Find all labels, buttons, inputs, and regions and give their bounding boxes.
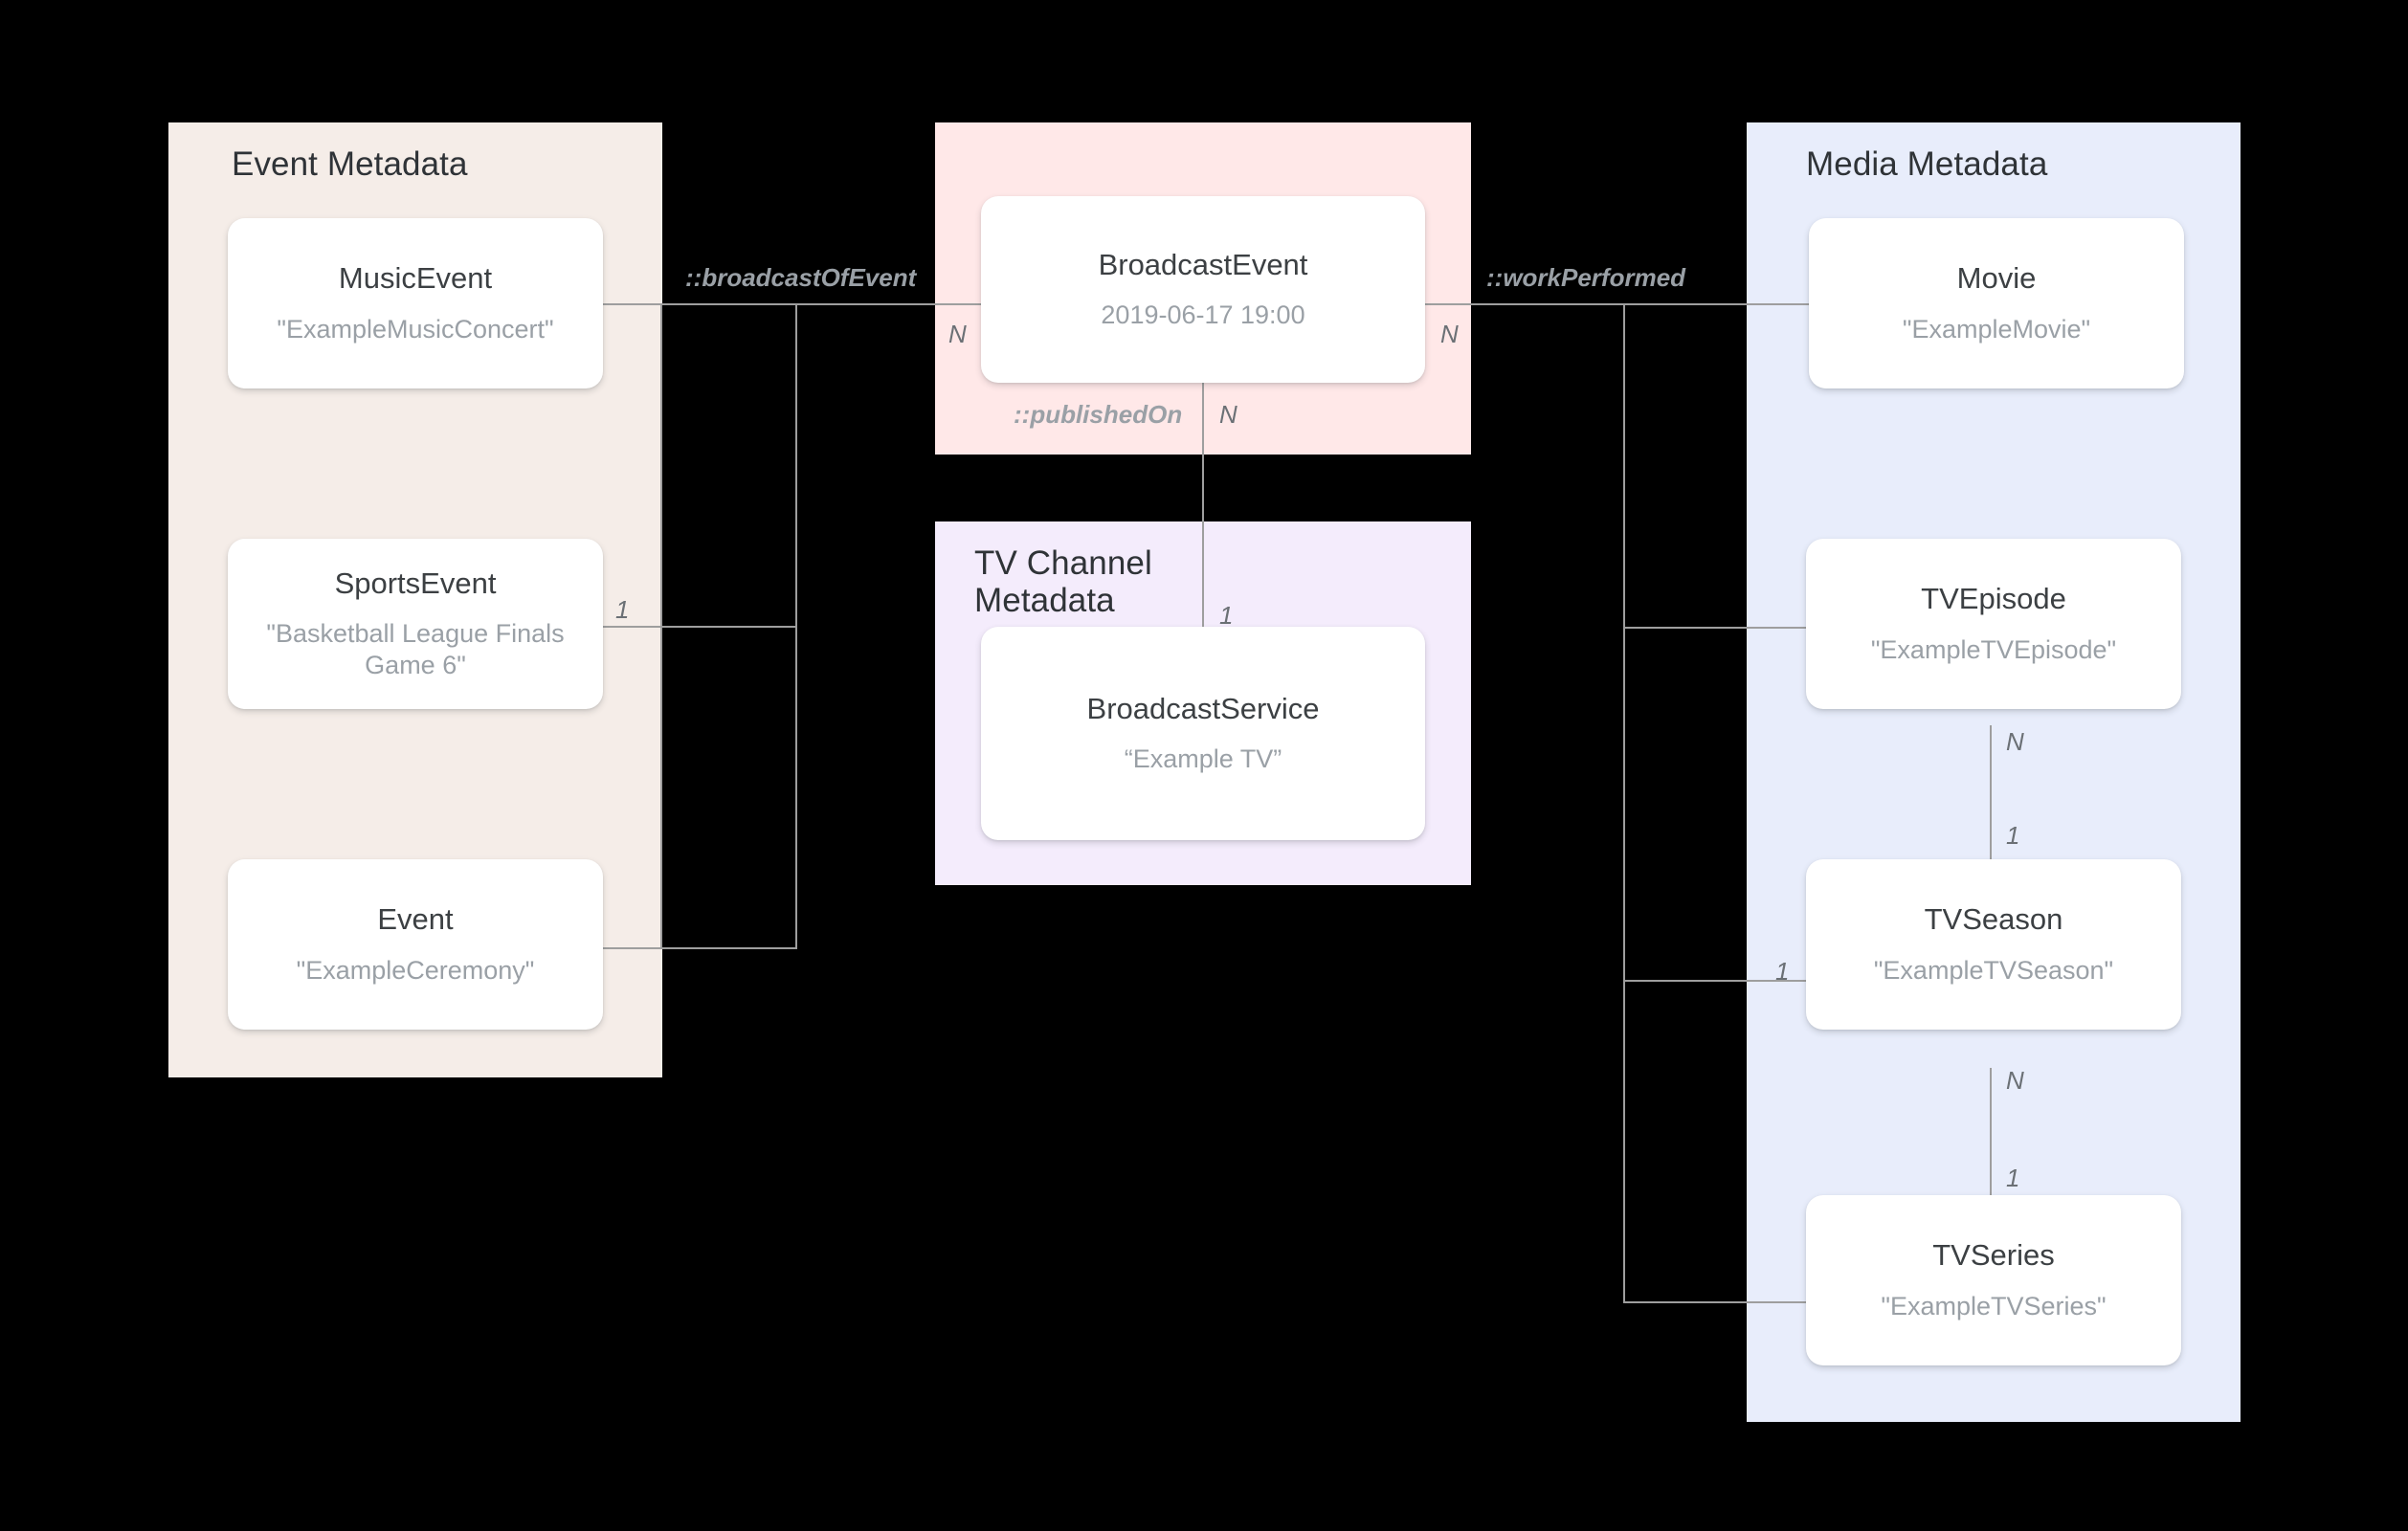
cardinality-published-on-n: N — [1219, 400, 1237, 429]
edge-published-on — [1202, 382, 1204, 656]
group-title-media-metadata: Media Metadata — [1806, 145, 2048, 183]
card-value-label: "ExampleMovie" — [1902, 314, 2091, 344]
relationship-label-work-performed: ::workPerformed — [1486, 263, 1686, 292]
card-type-label: BroadcastService — [1086, 691, 1320, 725]
edge-branch-tv-series — [1623, 1301, 1813, 1303]
card-movie[interactable]: Movie "ExampleMovie" — [1809, 218, 2184, 388]
edge-branch-tv-episode — [1623, 627, 1813, 629]
edge-branch-sports-event — [601, 626, 797, 628]
card-value-label: 2019-06-17 19:00 — [1101, 300, 1305, 330]
edge-season-series — [1990, 1068, 1992, 1240]
cardinality-season-series-n: N — [2006, 1066, 2024, 1095]
cardinality-work-performed-season-1: 1 — [1775, 957, 1790, 986]
cardinality-broadcast-of-event-n: N — [948, 320, 967, 348]
edge-right-bus — [1623, 303, 1625, 1303]
card-sports-event[interactable]: SportsEvent "Basketball League Finals Ga… — [228, 539, 603, 709]
cardinality-episode-season-1: 1 — [2006, 821, 2020, 850]
card-value-label: "ExampleTVEpisode" — [1870, 634, 2117, 664]
card-value-label: "ExampleMusicConcert" — [277, 314, 554, 344]
cardinality-work-performed-n: N — [1440, 320, 1459, 348]
card-tv-episode[interactable]: TVEpisode "ExampleTVEpisode" — [1806, 539, 2181, 709]
card-type-label: Event — [377, 902, 454, 937]
card-type-label: TVEpisode — [1921, 582, 2066, 616]
card-event[interactable]: Event "ExampleCeremony" — [228, 859, 603, 1030]
card-type-label: MusicEvent — [338, 261, 493, 296]
card-value-label: "ExampleCeremony" — [296, 955, 535, 985]
card-type-label: SportsEvent — [334, 566, 497, 600]
card-broadcast-service[interactable]: BroadcastService “Example TV” — [981, 627, 1425, 840]
card-value-label: "Basketball League Finals Game 6" — [266, 619, 565, 680]
card-type-label: TVSeries — [1932, 1238, 2055, 1273]
edge-episode-season — [1990, 725, 1992, 898]
edge-branch-tv-season — [1623, 980, 1813, 982]
group-title-event-metadata: Event Metadata — [232, 145, 468, 183]
edge-branch-event-inner — [660, 947, 797, 949]
card-value-label: "ExampleTVSeries" — [1881, 1291, 2107, 1320]
card-type-label: TVSeason — [1924, 902, 2063, 937]
card-type-label: BroadcastEvent — [1098, 247, 1308, 281]
card-type-label: Movie — [1956, 261, 2037, 296]
card-music-event[interactable]: MusicEvent "ExampleMusicConcert" — [228, 218, 603, 388]
card-tv-season[interactable]: TVSeason "ExampleTVSeason" — [1806, 859, 2181, 1030]
card-value-label: "ExampleTVSeason" — [1873, 955, 2114, 985]
edge-branch-event — [601, 947, 662, 949]
group-title-tv-channel-metadata: TV Channel Metadata — [974, 544, 1152, 620]
card-value-label: “Example TV” — [1124, 744, 1282, 774]
relationship-label-published-on: ::publishedOn — [1014, 400, 1183, 429]
card-tv-series[interactable]: TVSeries "ExampleTVSeries" — [1806, 1195, 2181, 1365]
cardinality-published-on-1: 1 — [1219, 601, 1234, 630]
relationship-label-broadcast-of-event: ::broadcastOfEvent — [685, 263, 917, 292]
card-broadcast-event[interactable]: BroadcastEvent 2019-06-17 19:00 — [981, 196, 1425, 383]
cardinality-episode-season-n: N — [2006, 727, 2024, 756]
cardinality-season-series-1: 1 — [2006, 1164, 2020, 1192]
cardinality-broadcast-of-event-1: 1 — [615, 595, 630, 624]
